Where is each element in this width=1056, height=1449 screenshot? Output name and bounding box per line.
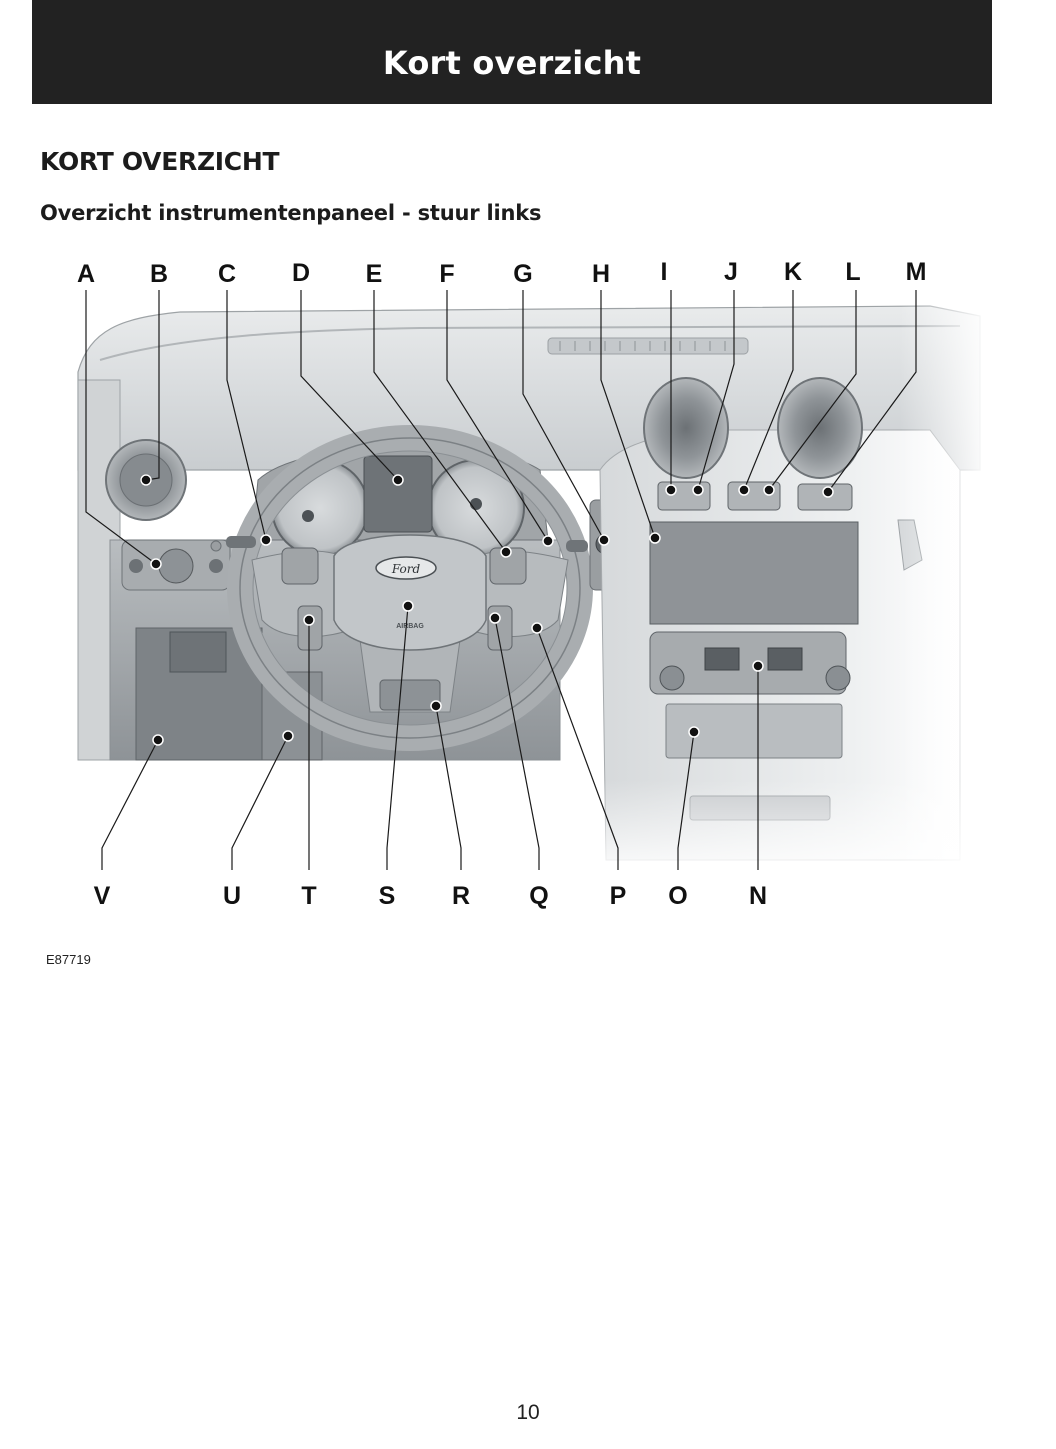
callout-e: E bbox=[366, 260, 383, 288]
storage-compartment bbox=[665, 703, 843, 759]
callout-u: U bbox=[223, 882, 241, 910]
center-vent-right bbox=[777, 377, 863, 479]
climate-knob-left bbox=[659, 665, 685, 691]
leader-lines bbox=[85, 290, 917, 870]
callout-m: M bbox=[906, 258, 927, 286]
ford-badge bbox=[375, 556, 437, 580]
climate-display-right bbox=[767, 647, 803, 671]
callout-k: K bbox=[784, 258, 802, 286]
callout-c: C bbox=[218, 260, 236, 288]
callout-p: P bbox=[610, 882, 627, 910]
chapter-header-band: Kort overzicht bbox=[32, 0, 992, 104]
airbag-label: AIRBAG bbox=[396, 623, 424, 630]
callout-d: D bbox=[292, 259, 310, 287]
dashboard-drawing: Ford AIRBAG bbox=[77, 258, 1000, 910]
callout-v: V bbox=[94, 882, 111, 910]
defroster-grille bbox=[547, 337, 749, 355]
climate-knob-right bbox=[825, 665, 851, 691]
cluster-display bbox=[363, 455, 433, 533]
callout-i: I bbox=[661, 258, 668, 286]
callout-n: N bbox=[749, 882, 767, 910]
page-number: 10 bbox=[516, 1401, 540, 1424]
figure-code: E87719 bbox=[46, 952, 91, 967]
center-vent-left bbox=[643, 377, 729, 479]
dashboard-illustration: Ford AIRBAG bbox=[77, 258, 1000, 910]
chapter-title: Kort overzicht bbox=[382, 44, 642, 82]
section-subheading: Overzicht instrumentenpaneel - stuur lin… bbox=[40, 201, 542, 225]
hood-release-panel bbox=[169, 631, 227, 673]
ford-badge-text: Ford bbox=[391, 562, 421, 576]
callout-g: G bbox=[513, 260, 532, 288]
callout-s: S bbox=[379, 882, 396, 910]
center-display-screen bbox=[649, 521, 859, 625]
callout-b: B bbox=[150, 260, 168, 288]
callout-a: A bbox=[77, 260, 95, 288]
center-button-group-3 bbox=[797, 483, 853, 511]
section-heading: KORT OVERZICHT bbox=[40, 147, 280, 176]
callout-f: F bbox=[439, 260, 454, 288]
cruise-switch-pad bbox=[297, 605, 323, 651]
callout-targets bbox=[140, 474, 834, 746]
callout-o: O bbox=[668, 882, 687, 910]
callout-l: L bbox=[845, 258, 860, 286]
callout-j: J bbox=[724, 258, 738, 286]
callout-t: T bbox=[301, 882, 316, 910]
airbag-hub bbox=[333, 534, 487, 651]
callout-h: H bbox=[592, 260, 610, 288]
audio-switch-pad bbox=[281, 547, 319, 585]
callout-q: Q bbox=[529, 882, 548, 910]
climate-display-left bbox=[704, 647, 740, 671]
callout-r: R bbox=[452, 882, 470, 910]
